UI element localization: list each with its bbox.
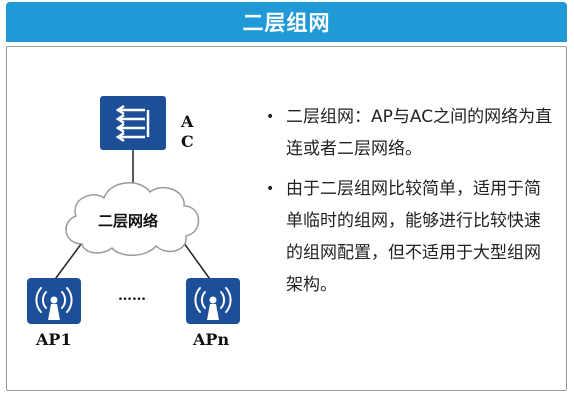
- bullet-dot-icon: •: [266, 109, 275, 125]
- bullet-list: • 二层组网：AP与AC之间的网络为直连或者二层网络。 • 由于二层组网比较简单…: [266, 101, 556, 309]
- bullet-dot-icon: •: [266, 181, 275, 197]
- ac-controller-icon: [100, 96, 166, 150]
- ellipsis-label: ……: [118, 288, 146, 304]
- bullet-text: 二层组网：AP与AC之间的网络为直连或者二层网络。: [286, 107, 553, 159]
- bullet-text: 由于二层组网比较简单，适用于简单临时的组网，能够进行比较快速的组网配置，但不适用…: [286, 179, 541, 295]
- wireless-ap-icon: [27, 278, 81, 324]
- wireless-ap-icon: [186, 278, 240, 324]
- ap1-label: AP1: [36, 330, 72, 349]
- cloud-icon: [65, 182, 200, 256]
- apn-label: APn: [193, 330, 230, 349]
- bullet-item: • 二层组网：AP与AC之间的网络为直连或者二层网络。: [266, 101, 556, 165]
- bullet-item: • 由于二层组网比较简单，适用于简单临时的组网，能够进行比较快速的组网配置，但不…: [266, 173, 556, 301]
- ac-label: A C: [181, 112, 194, 151]
- page-title: 二层组网: [242, 11, 331, 35]
- cloud-label: 二层网络: [98, 212, 159, 230]
- header-bar: 二层组网: [6, 2, 567, 42]
